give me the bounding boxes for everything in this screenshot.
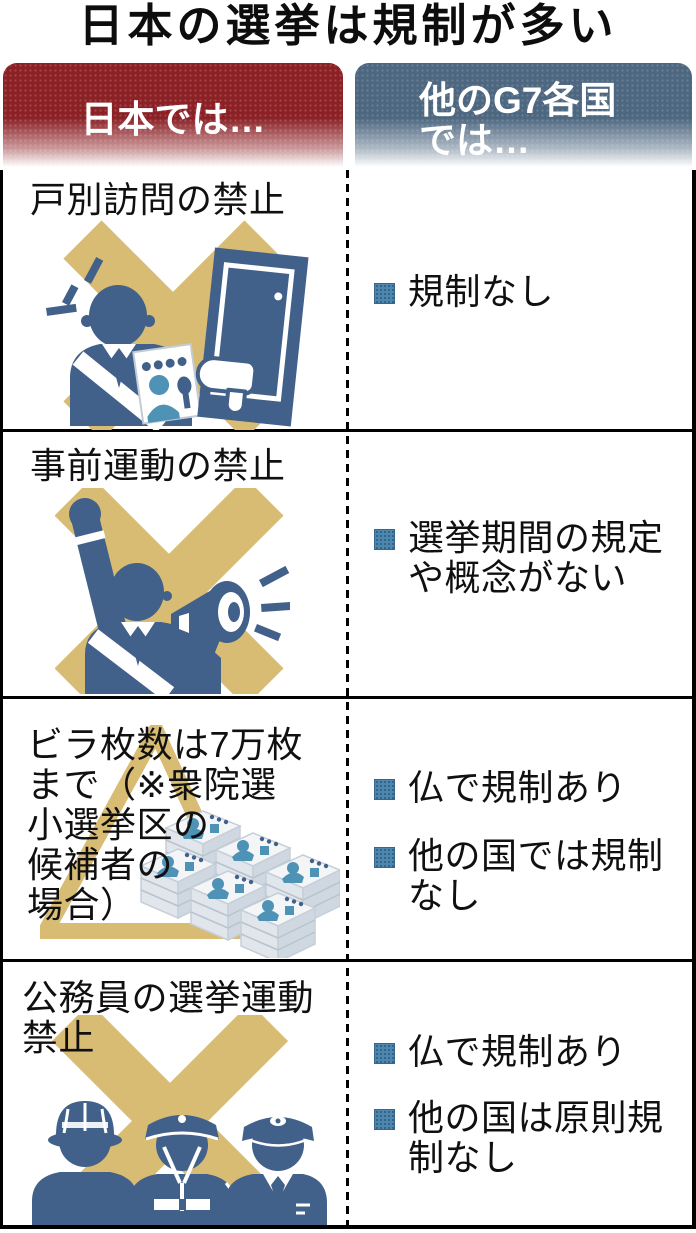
row2-g7-text: 選挙期間の規定 や概念がない xyxy=(408,517,664,598)
megaphone-icon xyxy=(171,581,250,670)
column-divider-dashed xyxy=(346,170,349,1226)
row4-g7-text-2: 他の国は原則規 制なし xyxy=(408,1097,664,1178)
bullet-square-icon xyxy=(374,1043,395,1064)
pre-campaign-ban-illustration xyxy=(55,488,290,694)
knock-emphasis-icon xyxy=(46,257,104,316)
bullet-square-icon xyxy=(374,529,395,550)
row2-g7-item: 選挙期間の規定 や概念がない xyxy=(374,518,686,598)
sound-marks-icon xyxy=(254,565,290,642)
bullet-square-icon xyxy=(374,1109,395,1130)
flyer-stacks-illustration xyxy=(40,725,340,958)
row3-japan-label: ビラ枚数は7万枚 まで（※衆院選 小選挙区の 候補者の 場合） xyxy=(27,724,304,925)
civil-servants-ban-illustration xyxy=(32,1015,327,1225)
table-bottom-border xyxy=(0,1225,696,1229)
row2-japan-label: 事前運動の禁止 xyxy=(30,445,286,486)
row4-g7-item-2: 他の国は原則規 制なし xyxy=(374,1098,686,1178)
row1-g7-text: 規制なし xyxy=(408,271,555,312)
official-figure-icon xyxy=(225,1116,327,1225)
row3-g7-text-1: 仏で規制あり xyxy=(408,767,628,808)
door-to-door-ban-illustration xyxy=(46,220,309,430)
row4-g7-item-1: 仏で規制あり xyxy=(374,1032,686,1072)
g7-column-header-label: 他のG7各国 では… xyxy=(419,79,617,161)
row4-g7-text-1: 仏で規制あり xyxy=(408,1031,628,1072)
row1-g7-item: 規制なし xyxy=(374,272,686,312)
page-title: 日本の選挙は規制が多い xyxy=(78,0,618,51)
campaigner-figure-icon xyxy=(69,498,221,694)
bullet-square-icon xyxy=(374,283,395,304)
row3-g7-item-1: 仏で規制あり xyxy=(374,768,686,808)
row4-japan-label: 公務員の選挙運動 禁止 xyxy=(22,977,315,1058)
row3-g7-item-2: 他の国では規制 なし xyxy=(374,836,686,916)
g7-column-header: 他のG7各国 では… xyxy=(355,63,692,168)
table-left-border xyxy=(0,170,3,1228)
japan-column-header-label: 日本では… xyxy=(80,98,266,140)
firefighter-figure-icon xyxy=(32,1101,138,1225)
row3-g7-text-2: 他の国では規制 なし xyxy=(408,835,664,916)
bullet-square-icon xyxy=(374,847,395,868)
row1-japan-label: 戸別訪問の禁止 xyxy=(30,179,286,220)
police-officer-figure-icon xyxy=(129,1115,235,1225)
door-thumbs-down-icon xyxy=(195,247,309,427)
table-right-border xyxy=(692,170,696,1228)
japan-column-header: 日本では… xyxy=(3,63,343,168)
campaign-leaflet-icon xyxy=(132,343,202,425)
bullet-square-icon xyxy=(374,779,395,800)
